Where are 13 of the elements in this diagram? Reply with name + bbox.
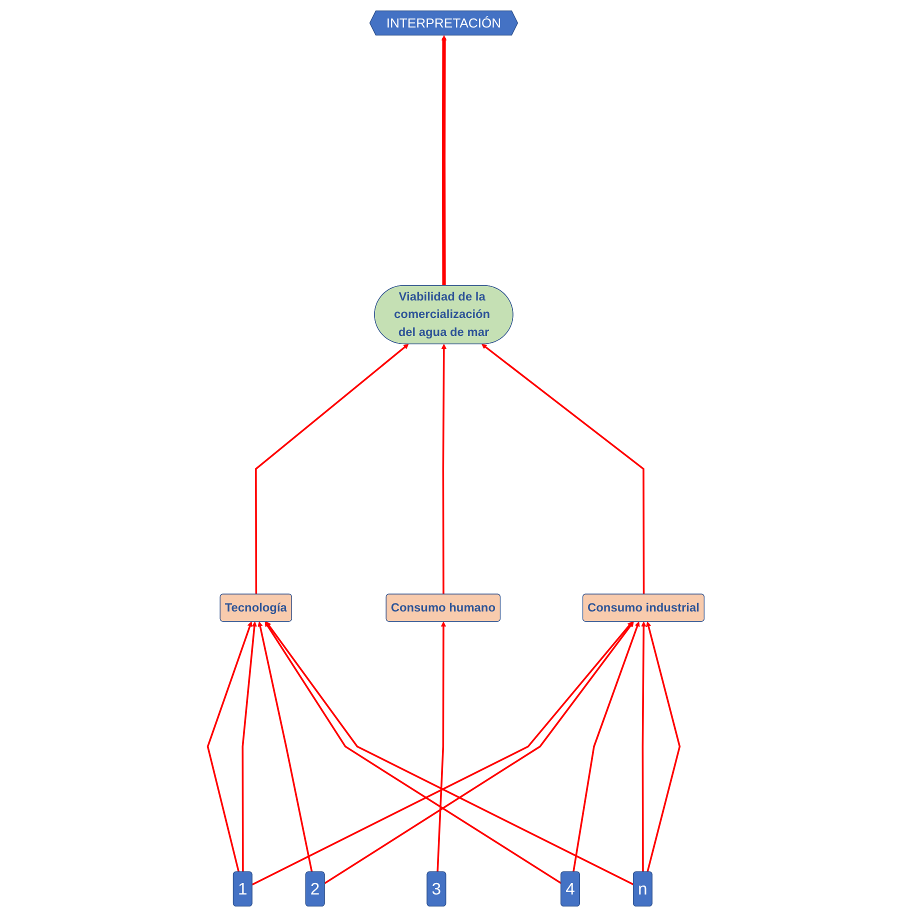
arrow (646, 622, 681, 872)
arrow (641, 622, 646, 872)
arrow (258, 622, 313, 872)
arrow (436, 622, 446, 872)
arrow (324, 622, 634, 884)
arrow (572, 622, 640, 872)
arrow (441, 35, 447, 286)
arrow (482, 344, 645, 594)
arrow (242, 622, 258, 872)
arrow (255, 344, 409, 594)
arrow (206, 622, 252, 872)
arrow (264, 622, 562, 884)
arrow (441, 344, 447, 594)
